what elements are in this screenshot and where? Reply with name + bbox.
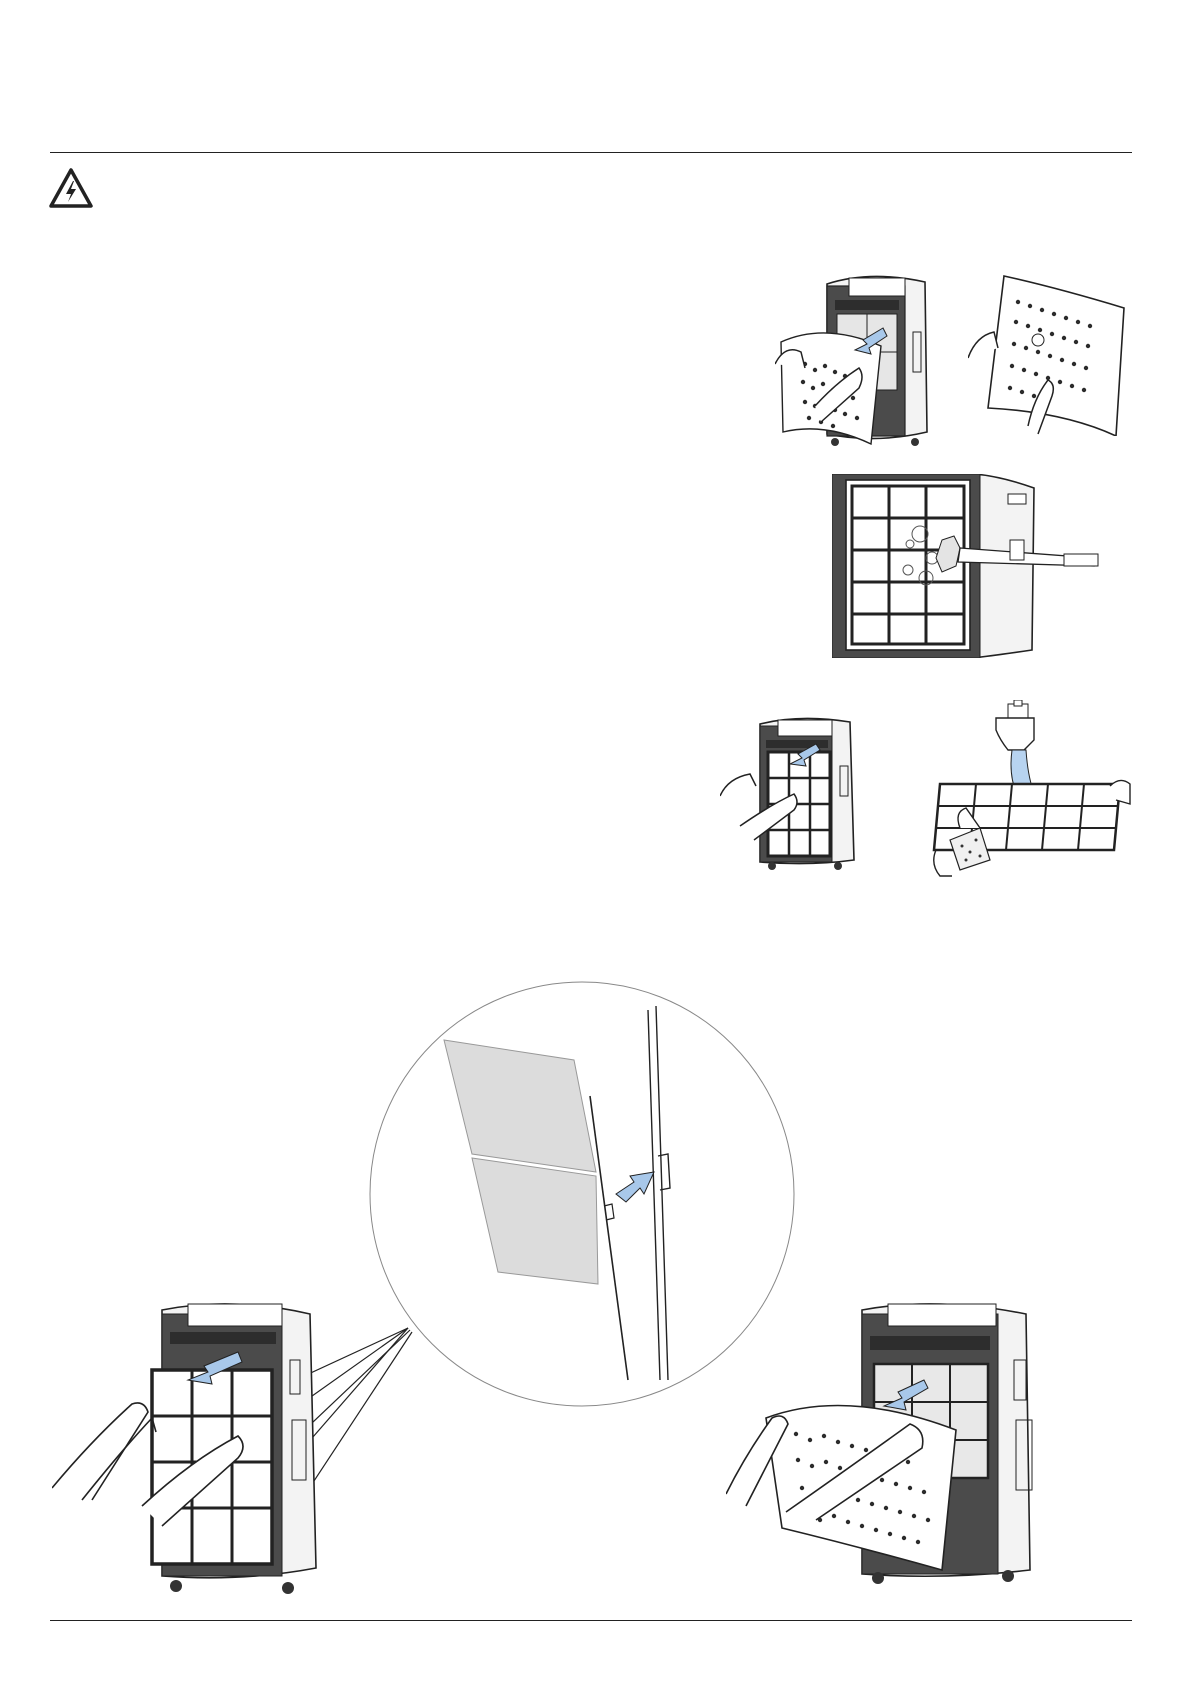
illustration-insert-prefilter <box>726 1300 1076 1590</box>
illustration-insert-filter-grid <box>52 1300 370 1600</box>
